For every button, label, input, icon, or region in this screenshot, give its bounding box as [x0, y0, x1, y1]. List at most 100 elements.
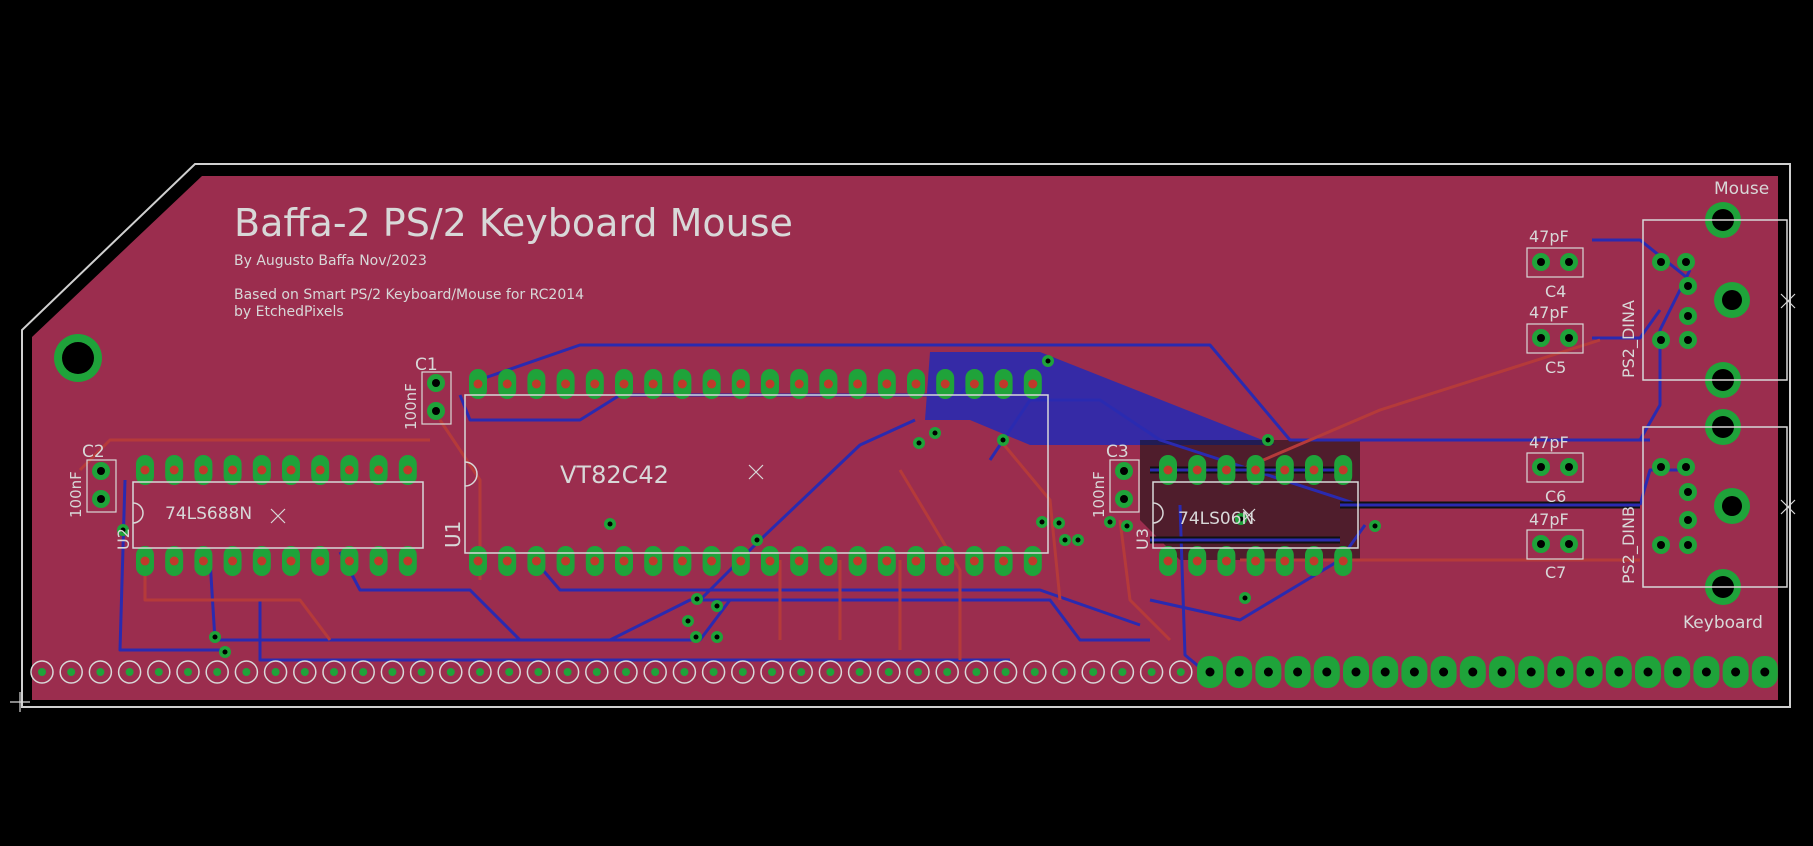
u2-notch: [132, 502, 144, 524]
copper-trace: [1592, 238, 1691, 282]
bus-pad-drill: [884, 668, 893, 676]
bus-pad-drill: [1060, 668, 1068, 676]
u3-pad-drill: [1280, 465, 1290, 475]
ps2-pin-pad-drill: [1657, 463, 1665, 471]
u2-value: 74LS688N: [165, 504, 252, 524]
via-drill: [1107, 519, 1113, 525]
ps2-pin-pad-drill: [1657, 336, 1665, 344]
u3-pad-drill: [1192, 556, 1202, 566]
copper-trace: [458, 369, 982, 422]
via-drill: [1056, 520, 1062, 526]
u1-pad-drill: [969, 556, 979, 566]
bus-pad: [964, 660, 989, 684]
bus-pad-drill: [943, 668, 952, 676]
bus-pad-drill: [592, 668, 601, 676]
u3-ref: U3: [1133, 528, 1152, 550]
u2-pad-drill: [403, 556, 413, 566]
ps2-pin-pad-drill: [1682, 258, 1690, 266]
u3-pad-drill: [1251, 556, 1261, 566]
via-drill: [120, 527, 126, 533]
u2-pad-drill: [286, 465, 296, 475]
bus-pad-drill: [826, 668, 835, 676]
u3-pad-drill: [1338, 465, 1348, 475]
via-drill: [1124, 523, 1130, 529]
bus-pad-right-drill: [1672, 667, 1682, 677]
bus-pad-drill: [914, 668, 922, 676]
bus-pad-right-drill: [1701, 667, 1711, 677]
bus-pad-drill: [38, 668, 46, 676]
bus-pad-right-drill: [1351, 667, 1361, 677]
u1-pad-drill: [882, 379, 892, 389]
u3-pad-drill: [1338, 556, 1348, 566]
u1-pad-drill: [590, 556, 600, 566]
copper-trace: [1239, 338, 1601, 472]
ps2-pin-pad-drill: [1684, 541, 1692, 549]
via-drill: [714, 603, 720, 609]
c3-outline: [1109, 459, 1140, 513]
ps2-center-pad-drill: [1722, 290, 1742, 310]
c4-outline: [1526, 247, 1584, 278]
bus-pad-right-drill: [1380, 667, 1390, 677]
board-based-on: Based on Smart PS/2 Keyboard/Mouse for R…: [234, 287, 584, 303]
u1-pad-drill: [999, 379, 1009, 389]
u3-body-outline: [1152, 481, 1359, 549]
u1-pad-drill: [707, 379, 717, 389]
bus-pad-drill: [1030, 668, 1039, 676]
bus-pad-right-drill: [1205, 667, 1215, 677]
bus-pad-drill: [154, 668, 163, 676]
c2-outline: [86, 459, 117, 513]
bus-pad: [176, 660, 200, 684]
via-drill: [1265, 437, 1271, 443]
bus-pad-drill: [651, 668, 660, 676]
component-pads: [30, 202, 1778, 688]
u1-pad-drill: [1028, 556, 1038, 566]
via-drill: [1242, 595, 1248, 601]
bus-pad-drill: [622, 668, 630, 676]
copper-trace: [143, 555, 332, 641]
u3-notch: [1152, 502, 1164, 524]
bus-pad-drill: [1001, 668, 1010, 676]
via-drill: [607, 521, 613, 527]
u1-ref: U1: [441, 521, 465, 548]
bus-pad: [263, 660, 288, 684]
bus-pad-drill: [388, 668, 397, 676]
bus-pad-drill: [768, 668, 776, 676]
u1-pad-drill: [648, 556, 658, 566]
u2-body-outline: [132, 481, 424, 549]
ps2-pin-pad-drill: [1684, 282, 1692, 290]
u2-pad-drill: [140, 556, 150, 566]
bus-pad-drill: [534, 668, 543, 676]
u1-pad-drill: [853, 379, 863, 389]
u1-body-outline: [464, 394, 1049, 554]
capacitor-pad-drill: [1537, 334, 1545, 342]
bus-pad-right-drill: [1263, 667, 1273, 677]
capacitor-pad-drill: [1120, 467, 1128, 475]
capacitor-pad-drill: [1565, 540, 1573, 548]
u2-pad-drill: [228, 465, 238, 475]
bus-pad-right-drill: [1555, 667, 1565, 677]
u2-pad-drill: [140, 465, 150, 475]
capacitor-pad-drill: [97, 467, 105, 475]
u2-pad-drill: [198, 556, 208, 566]
u2-pad-drill: [315, 556, 325, 566]
c3-ref: C3: [1106, 442, 1129, 462]
u1-pad-drill: [473, 379, 483, 389]
bus-pad: [293, 660, 317, 684]
bus-pad-drill: [1089, 668, 1098, 676]
u1-pad-drill: [736, 556, 746, 566]
via-drill: [714, 634, 720, 640]
bus-pad: [439, 660, 463, 684]
via-drill: [1075, 537, 1081, 543]
copper-trace: [469, 343, 1650, 442]
ps2-pin-pad-drill: [1684, 312, 1692, 320]
bus-pad-right-drill: [1614, 667, 1624, 677]
capacitor-pad-drill: [432, 379, 440, 387]
u1-pad-drill: [502, 556, 512, 566]
bus-pad: [205, 660, 229, 684]
capacitor-pad-drill: [1537, 258, 1545, 266]
bus-pad: [1110, 660, 1135, 684]
ps2-dina-ref: PS2_DINA: [1619, 300, 1639, 378]
bus-pad-right-drill: [1439, 667, 1449, 677]
c2-value: 100nF: [67, 471, 85, 518]
